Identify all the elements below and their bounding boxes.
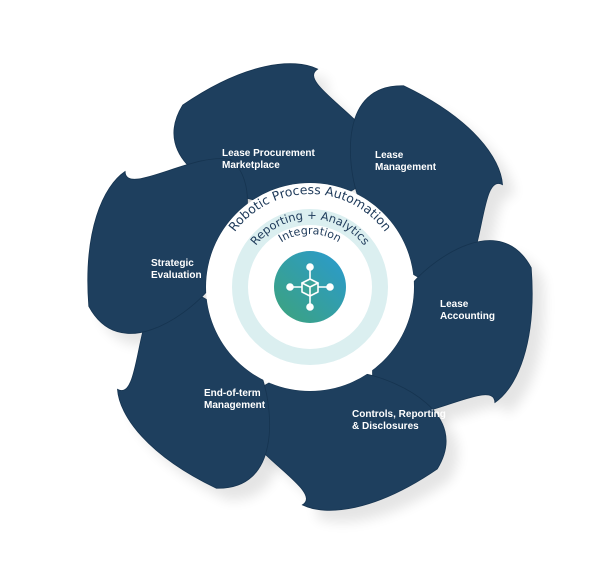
segment-label-line: Management [375, 162, 437, 173]
segment-label-line: Lease [375, 150, 404, 161]
segment-label-line: Strategic [151, 258, 194, 269]
segment-label-line: Lease Procurement [222, 148, 315, 159]
segment-label-4: Controls, Reporting& Disclosures [352, 409, 446, 432]
segment-label-line: End-of-term [204, 388, 261, 399]
ring-label-integration: Integration [276, 224, 344, 245]
segment-label-line: Marketplace [222, 160, 280, 171]
segment-label-line: Accounting [440, 311, 495, 322]
cube-network-icon [286, 263, 334, 311]
hub: Robotic Process Automation Reporting + A… [206, 182, 414, 391]
segment-label-line: & Disclosures [352, 421, 419, 432]
segment-label-line: Evaluation [151, 270, 202, 281]
segment-label-line: Management [204, 400, 266, 411]
segment-label-line: Controls, Reporting [352, 409, 446, 420]
segment-ring [87, 63, 533, 511]
segment-label-line: Lease [440, 299, 469, 310]
